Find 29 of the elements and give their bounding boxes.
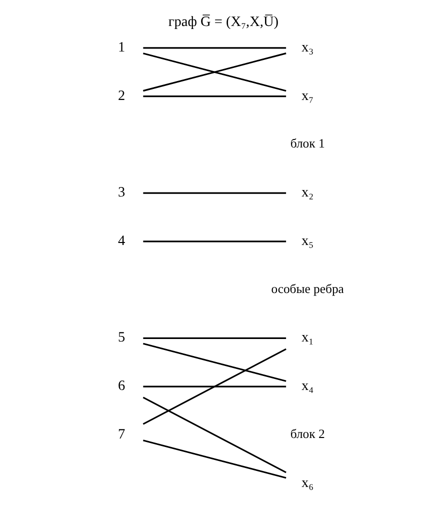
diagram-title: граф G̅ = (X₇,X,U̅): [168, 14, 278, 30]
node-text: x₇: [301, 88, 314, 104]
label: блок 2: [290, 426, 324, 441]
node-text: 6: [118, 378, 125, 394]
node-text: x₆: [301, 474, 314, 491]
node-text: 7: [118, 426, 125, 442]
connector: [142, 240, 286, 242]
connector: [142, 386, 286, 388]
connector: [142, 95, 286, 98]
label: особые ребра: [270, 282, 344, 296]
connector: [142, 342, 286, 382]
node-text: 4: [118, 232, 125, 249]
node-text: x₂: [301, 184, 314, 201]
connector: [142, 440, 286, 479]
connector: [142, 396, 286, 474]
node-text: 2: [118, 88, 125, 104]
node-text: 1: [118, 39, 125, 56]
connector: [142, 52, 286, 92]
node-text: x₄: [301, 378, 314, 394]
connector: [142, 47, 286, 49]
node-text: x₃: [301, 39, 314, 56]
connector: [142, 192, 286, 194]
node-text: 3: [118, 184, 125, 201]
node-text: x₅: [301, 232, 314, 249]
node-text: x₁: [301, 330, 314, 346]
connector: [142, 348, 286, 425]
label: блок 1: [290, 136, 324, 151]
connector: [142, 337, 286, 339]
node-text: 5: [118, 330, 125, 346]
